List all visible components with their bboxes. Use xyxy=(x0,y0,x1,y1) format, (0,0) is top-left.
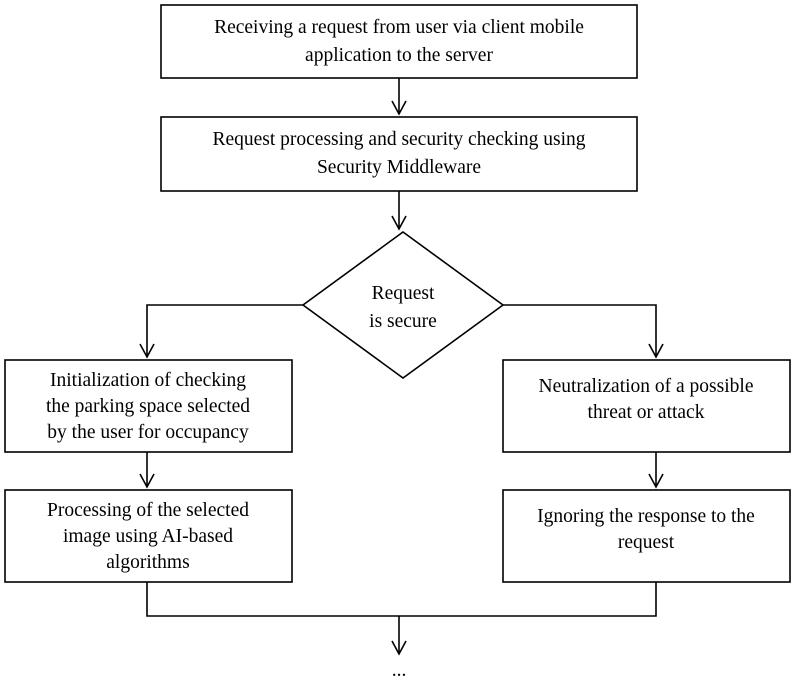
receive-request-line-2: application to the server xyxy=(305,45,493,66)
decision-line-1: Request xyxy=(372,283,435,304)
init-check-line-2: the parking space selected xyxy=(46,396,250,417)
receive-request-box xyxy=(160,4,638,79)
ignore-response-line-2: request xyxy=(618,532,675,553)
merge-connector xyxy=(146,582,657,656)
neutralization-box xyxy=(502,359,791,453)
ignore-response-node: Ignoring the response to the request xyxy=(502,489,791,583)
arrow-neutralization-to-ignore xyxy=(648,452,664,489)
decision-line-2: is secure xyxy=(369,311,437,332)
request-processing-line-2: Security Middleware xyxy=(317,157,481,178)
receive-request-line-1: Receiving a request from user via client… xyxy=(214,17,584,38)
process-image-node: Processing of the selected image using A… xyxy=(4,489,293,583)
neutralization-line-2: threat or attack xyxy=(588,402,705,423)
arrow-decision-to-init-check xyxy=(139,304,303,359)
init-check-line-1: Initialization of checking xyxy=(50,370,246,391)
ignore-response-line-1: Ignoring the response to the xyxy=(537,506,755,527)
decision-diamond xyxy=(301,231,505,379)
continuation-ellipsis: ... xyxy=(392,660,407,679)
init-check-line-3: by the user for occupancy xyxy=(47,422,249,443)
ignore-response-box xyxy=(502,489,791,583)
neutralization-node: Neutralization of a possible threat or a… xyxy=(502,359,791,453)
init-check-node: Initialization of checking the parking s… xyxy=(4,359,293,453)
init-check-box xyxy=(4,359,293,453)
decision-node: Request is secure xyxy=(301,231,505,379)
arrow-init-check-to-process-image xyxy=(139,452,155,489)
process-image-line-3: algorithms xyxy=(106,552,189,573)
neutralization-line-1: Neutralization of a possible xyxy=(539,376,754,397)
process-image-box xyxy=(4,489,293,583)
arrow-decision-to-neutralization xyxy=(503,304,664,359)
request-processing-node: Request processing and security checking… xyxy=(160,116,638,192)
process-image-line-1: Processing of the selected xyxy=(47,500,249,521)
receive-request-node: Receiving a request from user via client… xyxy=(160,4,638,79)
arrow-receive-to-processing xyxy=(391,78,407,116)
arrow-processing-to-decision xyxy=(391,191,407,231)
request-processing-line-1: Request processing and security checking… xyxy=(212,129,585,150)
process-image-line-2: image using AI-based xyxy=(63,526,233,547)
